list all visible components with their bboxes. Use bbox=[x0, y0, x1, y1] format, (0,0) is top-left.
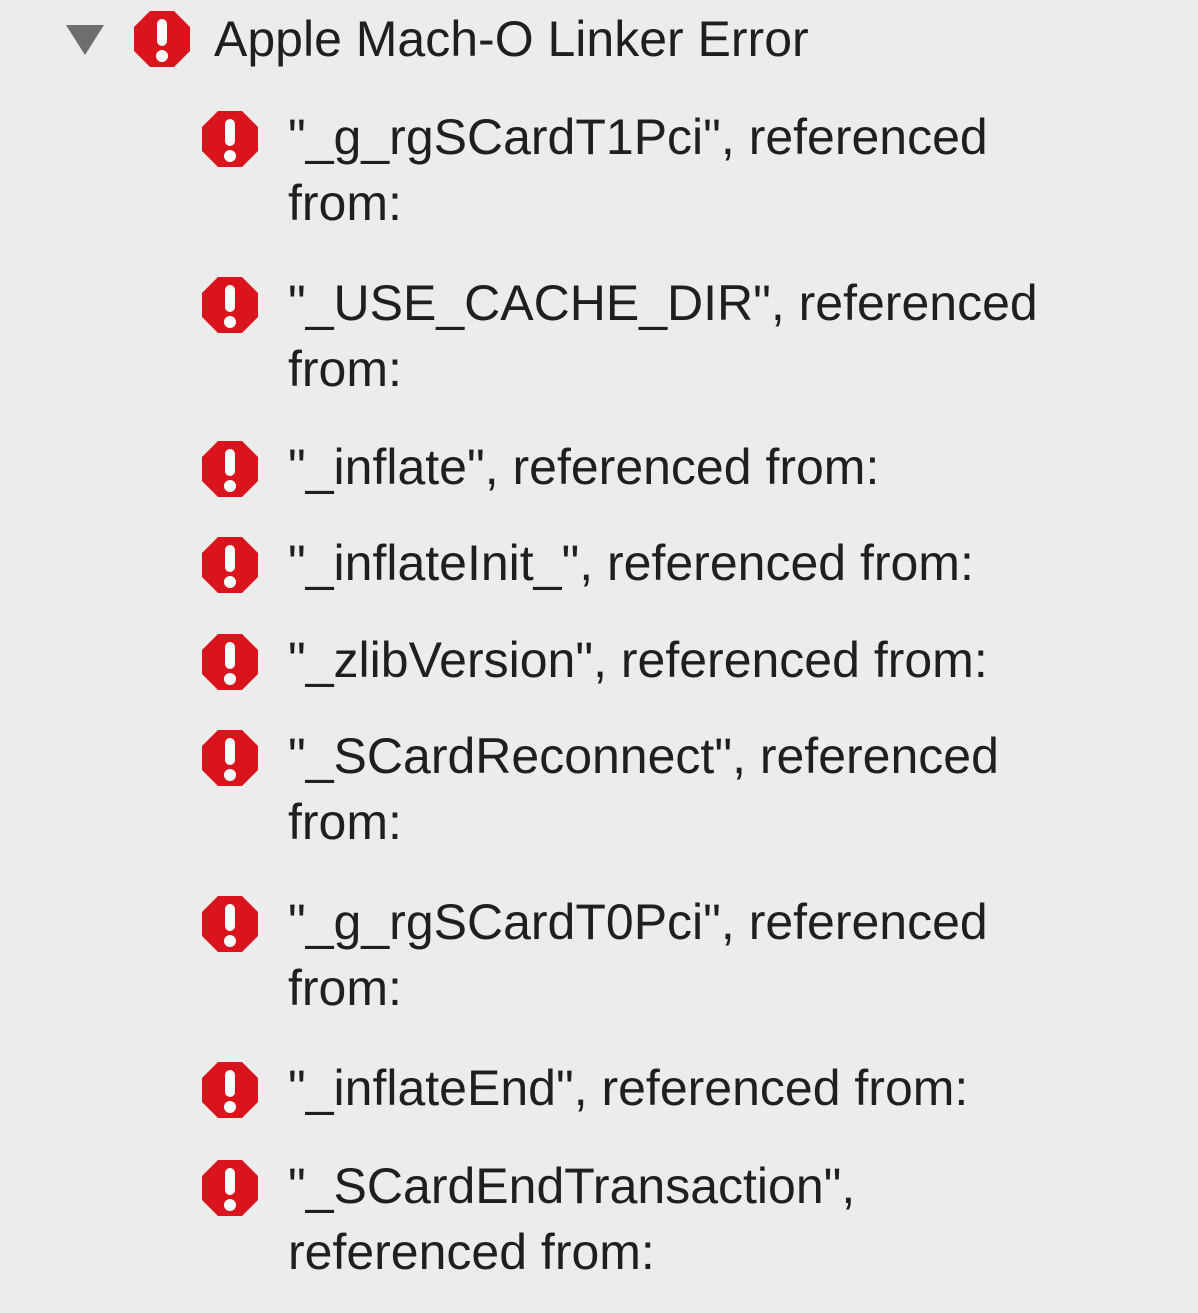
error-icon bbox=[202, 111, 258, 167]
issue-row[interactable]: "_g_rgSCardT0Pci", referenced from: bbox=[200, 889, 1130, 1021]
error-icon bbox=[202, 896, 258, 952]
issue-row[interactable]: "_inflate", referenced from: bbox=[200, 434, 1130, 500]
issue-row[interactable]: "_SCardReconnect", referenced from: bbox=[200, 723, 1130, 855]
issue-group-title: Apple Mach-O Linker Error bbox=[214, 11, 809, 67]
error-icon bbox=[202, 537, 258, 593]
issue-row[interactable]: "_inflateEnd", referenced from: bbox=[200, 1055, 1130, 1121]
error-icon bbox=[202, 730, 258, 786]
disclosure-triangle-icon[interactable] bbox=[66, 25, 104, 55]
issue-message: "_inflate", referenced from: bbox=[288, 439, 880, 495]
issue-row[interactable]: "_SCardEndTransaction", referenced from: bbox=[200, 1153, 1130, 1285]
error-icon bbox=[202, 1160, 258, 1216]
issue-row[interactable]: "_g_rgSCardT1Pci", referenced from: bbox=[200, 104, 1130, 236]
issue-row[interactable]: "_zlibVersion", referenced from: bbox=[200, 627, 1130, 693]
issue-group-linker-error[interactable]: Apple Mach-O Linker Error bbox=[66, 8, 809, 70]
issue-message: "_SCardEndTransaction", referenced from: bbox=[288, 1158, 856, 1280]
issue-message: "_g_rgSCardT0Pci", referenced from: bbox=[288, 894, 988, 1016]
error-icon bbox=[134, 11, 190, 67]
issue-message: "_g_rgSCardT1Pci", referenced from: bbox=[288, 109, 988, 231]
error-icon bbox=[202, 634, 258, 690]
issue-row[interactable]: "_USE_CACHE_DIR", referenced from: bbox=[200, 270, 1130, 402]
error-icon bbox=[202, 441, 258, 497]
error-icon bbox=[202, 1062, 258, 1118]
issue-message: "_inflateInit_", referenced from: bbox=[288, 535, 974, 591]
error-icon bbox=[202, 277, 258, 333]
issue-message: "_USE_CACHE_DIR", referenced from: bbox=[288, 275, 1038, 397]
issue-row[interactable]: "_inflateInit_", referenced from: bbox=[200, 530, 1130, 596]
issue-message: "_zlibVersion", referenced from: bbox=[288, 632, 988, 688]
issue-message: "_inflateEnd", referenced from: bbox=[288, 1060, 969, 1116]
issue-message: "_SCardReconnect", referenced from: bbox=[288, 728, 999, 850]
